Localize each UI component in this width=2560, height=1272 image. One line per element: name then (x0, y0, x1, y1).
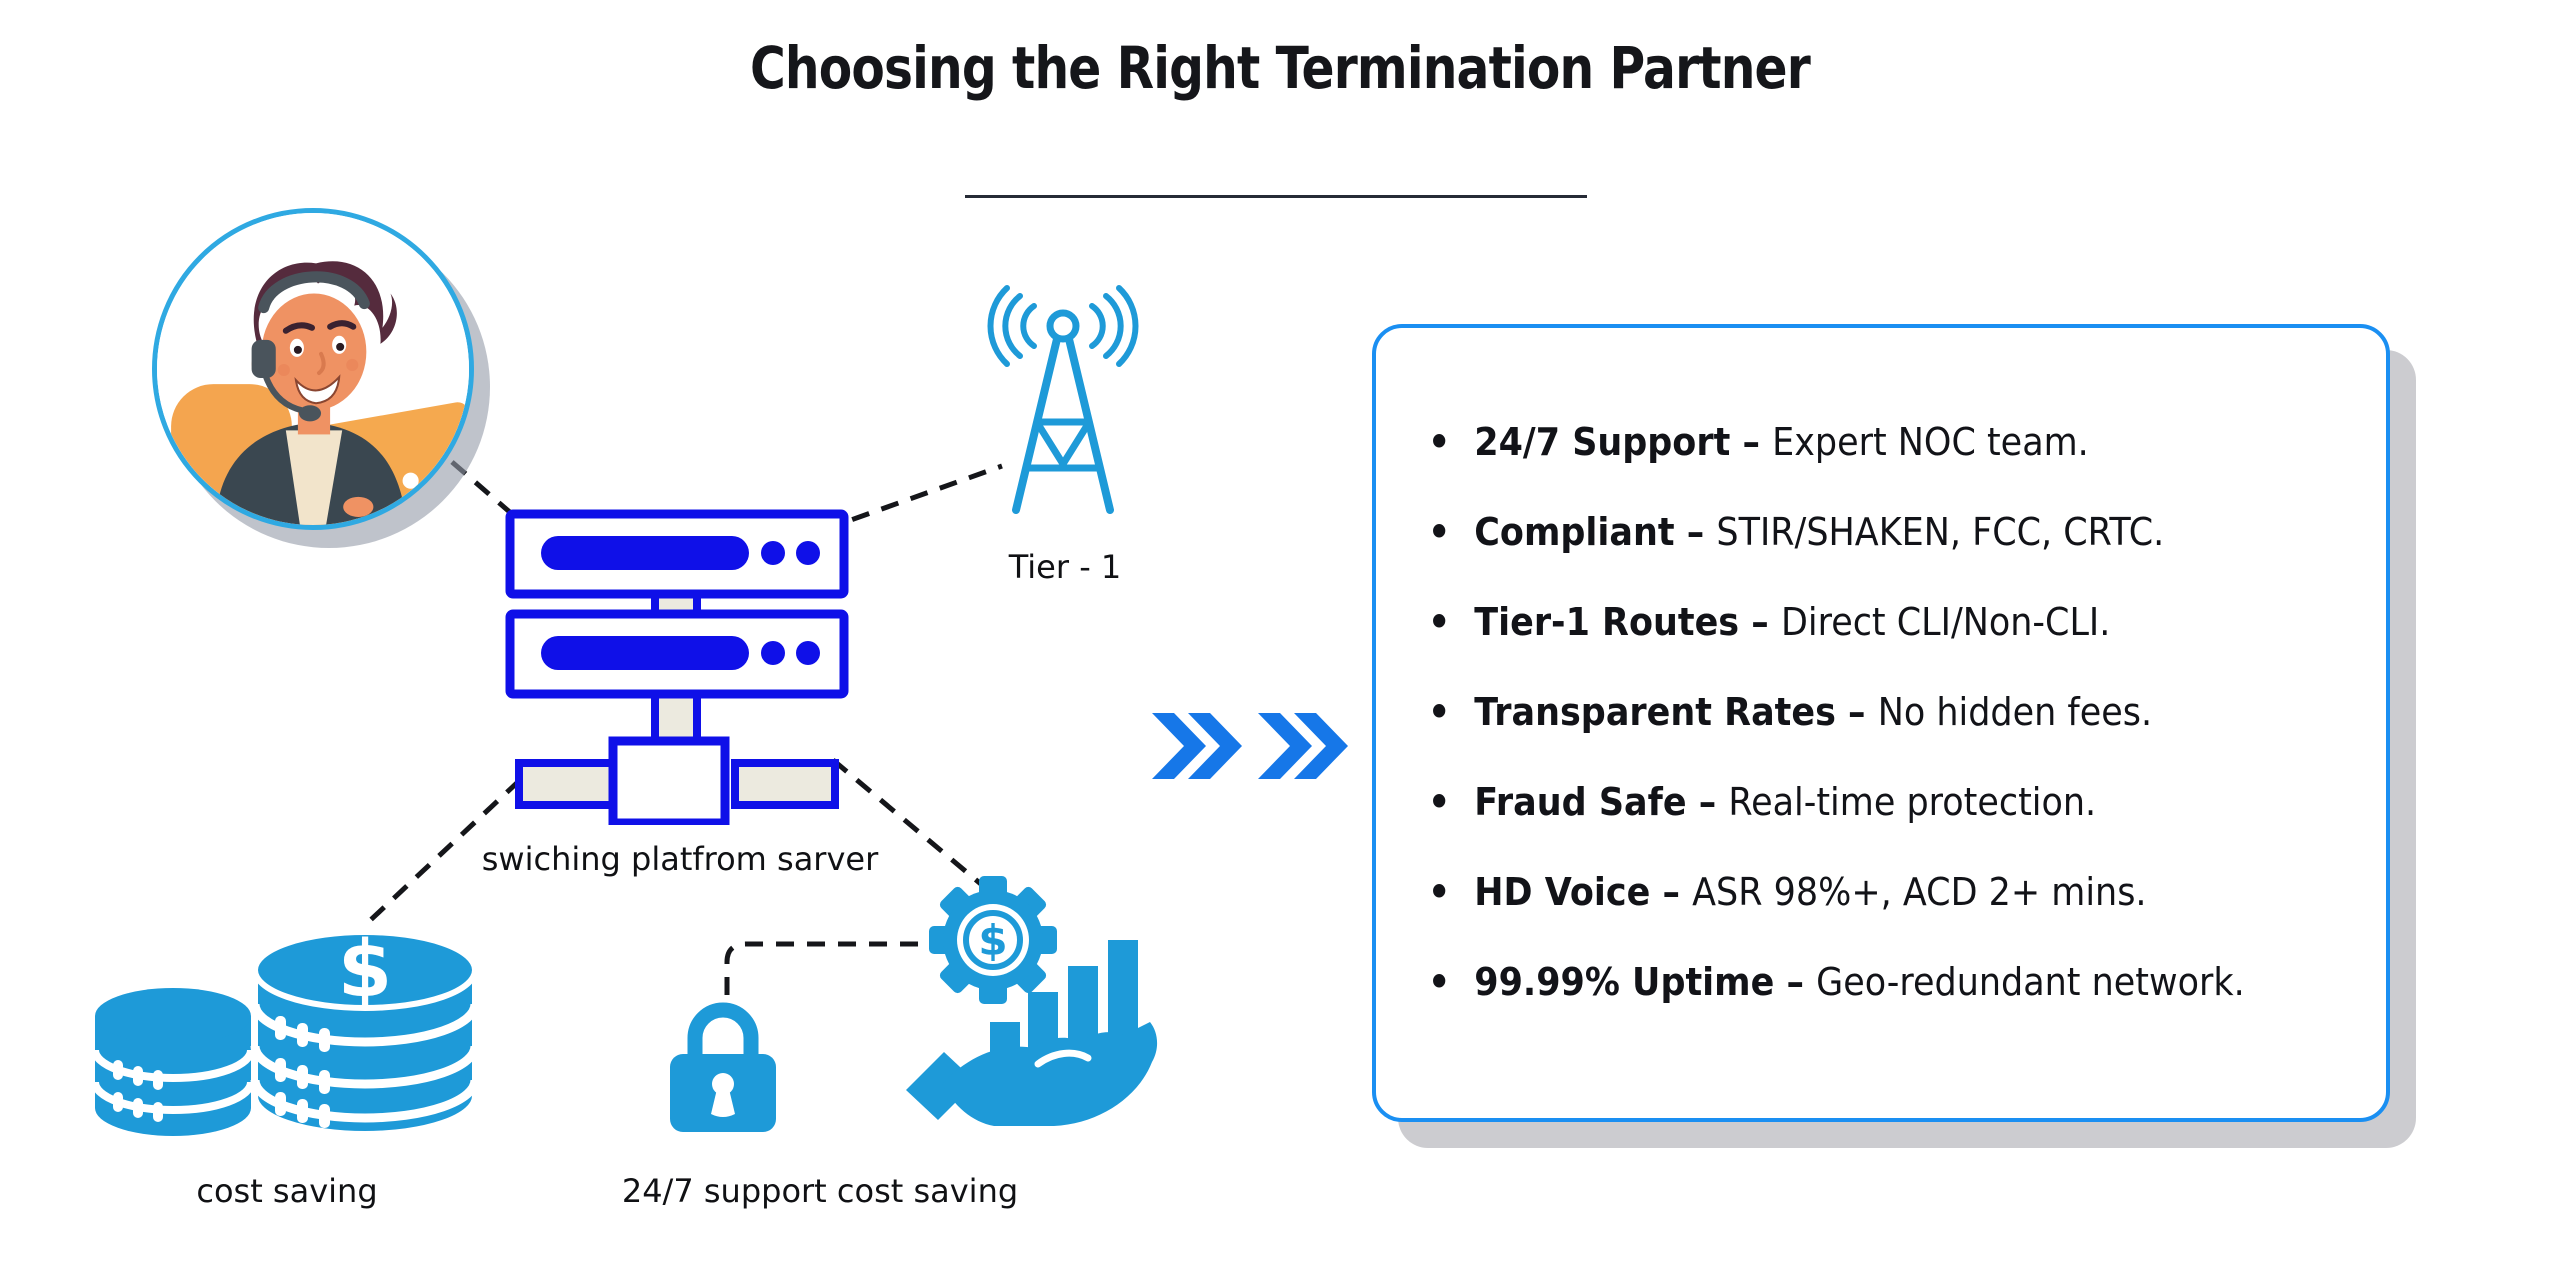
cell-tower-icon (987, 285, 1139, 514)
title-underline (965, 195, 1587, 198)
support-label: 24/7 support cost saving (621, 1172, 1019, 1210)
benefit-separator: – (1835, 690, 1878, 734)
page-title: Choosing the Right Termination Partner (749, 34, 1811, 102)
benefit-item: • Tier-1 Routes – Direct CLI/Non-CLI. (1428, 600, 2282, 644)
server-label: swiching platfrom sarver (481, 840, 879, 878)
bullet-dot: • (1428, 960, 1451, 1004)
benefit-label: HD Voice (1474, 870, 1651, 914)
benefit-description: Real-time protection. (1728, 780, 2097, 824)
benefit-separator: – (1650, 870, 1693, 914)
benefits-box: • 24/7 Support – Expert NOC team. • Complia… (1372, 324, 2390, 1122)
benefit-label: 99.99% Uptime (1474, 960, 1775, 1004)
benefit-label: Tier-1 Routes (1474, 600, 1740, 644)
benefit-item: • HD Voice – ASR 98%+, ACD 2+ mins. (1428, 870, 2282, 914)
benefit-item: • 99.99% Uptime – Geo-redundant network. (1428, 960, 2282, 1004)
support-agent-illustration (157, 213, 469, 525)
benefit-item: • Compliant – STIR/SHAKEN, FCC, CRTC. (1428, 510, 2282, 554)
double-chevron-right-icon (1152, 713, 1348, 779)
switch-server-icon (505, 509, 849, 825)
benefit-description: Direct CLI/Non-CLI. (1780, 600, 2111, 644)
benefit-description: No hidden fees. (1877, 690, 2153, 734)
svg-text:$: $ (338, 928, 392, 1015)
benefit-description: ASR 98%+, ACD 2+ mins. (1692, 870, 2147, 914)
bullet-dot: • (1428, 870, 1451, 914)
coins-label: cost saving (196, 1172, 378, 1210)
benefit-label: 24/7 Support (1474, 420, 1731, 464)
benefit-label: Transparent Rates (1474, 690, 1836, 734)
bullet-dot: • (1428, 420, 1451, 464)
benefit-item: • 24/7 Support – Expert NOC team. (1428, 420, 2282, 464)
benefit-label: Fraud Safe (1474, 780, 1687, 824)
connector-avatar-server (450, 460, 514, 516)
tower-label: Tier - 1 (1008, 548, 1122, 586)
benefit-separator: – (1686, 780, 1729, 824)
benefit-separator: – (1730, 420, 1773, 464)
benefit-item: • Transparent Rates – No hidden fees. (1428, 690, 2282, 734)
bullet-dot: • (1428, 510, 1451, 554)
bullet-dot: • (1428, 780, 1451, 824)
padlock-icon (670, 1002, 776, 1132)
support-agent-avatar (152, 208, 474, 530)
benefit-label: Compliant (1474, 510, 1675, 554)
benefit-separator: – (1739, 600, 1781, 644)
benefit-separator: – (1674, 510, 1717, 554)
bullet-dot: • (1428, 690, 1451, 734)
svg-text:$: $ (978, 916, 1007, 965)
benefit-description: Geo-redundant network. (1816, 960, 2245, 1004)
coin-stack-icon: $ (95, 928, 480, 1137)
benefit-description: Expert NOC team. (1772, 420, 2089, 464)
bullet-dot: • (1428, 600, 1451, 644)
benefit-separator: – (1774, 960, 1817, 1004)
benefit-description: STIR/SHAKEN, FCC, CRTC. (1716, 510, 2165, 554)
benefit-item: • Fraud Safe – Real-time protection. (1428, 780, 2282, 824)
hand-gear-growth-icon: $ (906, 876, 1158, 1126)
